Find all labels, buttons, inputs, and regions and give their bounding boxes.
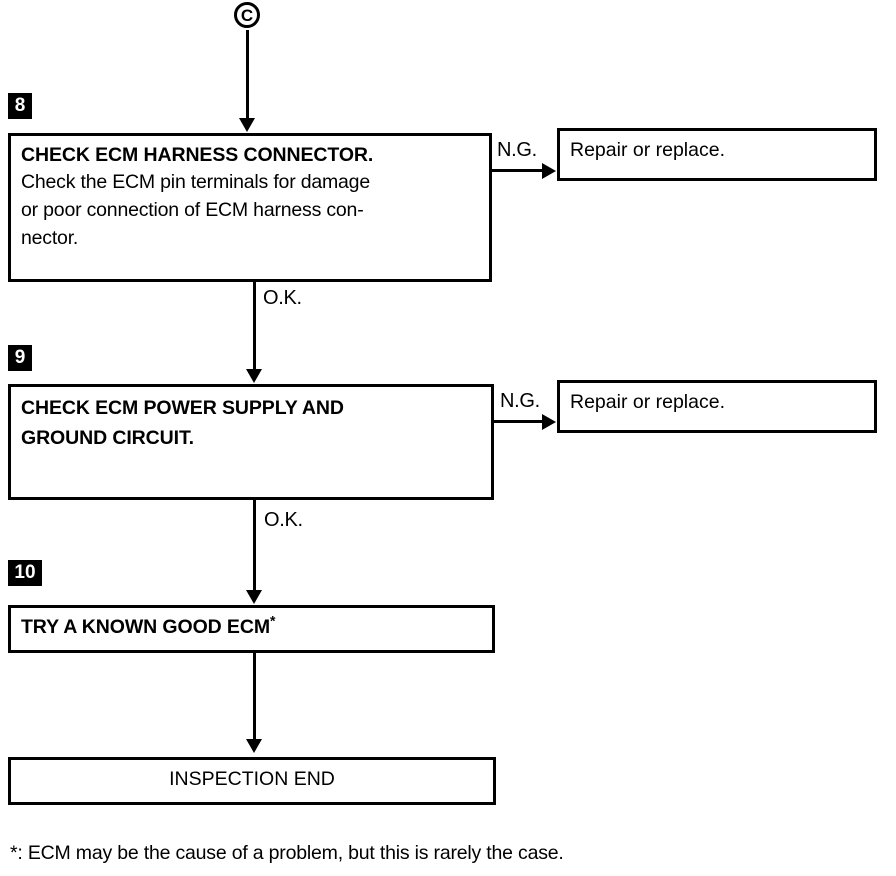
step-9-title-line-2: GROUND CIRCUIT.: [21, 427, 194, 449]
step-9-box[interactable]: CHECK ECM POWER SUPPLY AND GROUND CIRCUI…: [8, 384, 494, 500]
step-8-repair-box[interactable]: Repair or replace.: [557, 128, 877, 181]
step-8-body-line-3: nector.: [21, 227, 79, 249]
step-badge-9: 9: [8, 345, 32, 371]
step-10-to-end-line: [253, 653, 256, 741]
inspection-end-label: INSPECTION END: [169, 768, 335, 790]
step-8-content: CHECK ECM HARNESS CONNECTOR. Check the E…: [11, 136, 489, 256]
step-10-title: TRY A KNOWN GOOD ECM: [21, 616, 270, 638]
step-badge-8: 8: [8, 93, 32, 119]
step-8-box[interactable]: CHECK ECM HARNESS CONNECTOR. Check the E…: [8, 133, 492, 282]
step-9-ok-label: O.K.: [264, 509, 303, 531]
step-9-title-line-1: CHECK ECM POWER SUPPLY AND: [21, 397, 344, 419]
inspection-end-content: INSPECTION END: [11, 760, 493, 796]
step-8-ok-arrowhead: [246, 369, 262, 383]
step-8-title: CHECK ECM HARNESS CONNECTOR.: [21, 144, 374, 166]
step-8-ng-line: [492, 169, 544, 172]
step-9-ng-line: [494, 420, 544, 423]
inspection-end-box[interactable]: INSPECTION END: [8, 757, 496, 805]
step-8-ok-label: O.K.: [263, 287, 302, 309]
footnote-text: *: ECM may be the cause of a problem, bu…: [10, 842, 564, 864]
step-10-title-row: TRY A KNOWN GOOD ECM*: [21, 614, 482, 640]
edge-connector-to-step8-line: [246, 30, 249, 120]
connector-c-label: C: [240, 5, 254, 25]
step-9-content: CHECK ECM POWER SUPPLY AND GROUND CIRCUI…: [11, 387, 491, 457]
step-badge-10-number: 10: [14, 562, 36, 583]
step-9-repair-content: Repair or replace.: [560, 383, 874, 419]
step-9-repair-label: Repair or replace.: [570, 391, 725, 413]
step-8-ok-line: [253, 282, 256, 371]
step-10-content: TRY A KNOWN GOOD ECM*: [11, 608, 492, 644]
step-badge-9-number: 9: [14, 347, 26, 368]
step-badge-10: 10: [8, 560, 42, 586]
step-8-ng-arrowhead: [542, 163, 556, 179]
step-8-repair-label: Repair or replace.: [570, 139, 725, 161]
edge-connector-to-step8-arrowhead: [239, 118, 255, 132]
step-8-ng-label: N.G.: [497, 139, 537, 161]
step-8-body-line-1: Check the ECM pin terminals for damage: [21, 171, 370, 193]
step-9-ng-arrowhead: [542, 414, 556, 430]
step-9-ok-line: [253, 500, 256, 592]
step-10-box[interactable]: TRY A KNOWN GOOD ECM*: [8, 605, 495, 653]
step-8-body-line-2: or poor connection of ECM harness con-: [21, 199, 364, 221]
step-9-repair-box[interactable]: Repair or replace.: [557, 380, 877, 433]
step-9-ok-arrowhead: [246, 590, 262, 604]
connector-c-circle: C: [234, 2, 260, 28]
step-9-ng-label: N.G.: [500, 390, 540, 412]
step-10-to-end-arrowhead: [246, 739, 262, 753]
step-8-repair-content: Repair or replace.: [560, 131, 874, 167]
step-badge-8-number: 8: [14, 95, 26, 116]
step-10-footnote-marker: *: [269, 612, 276, 629]
